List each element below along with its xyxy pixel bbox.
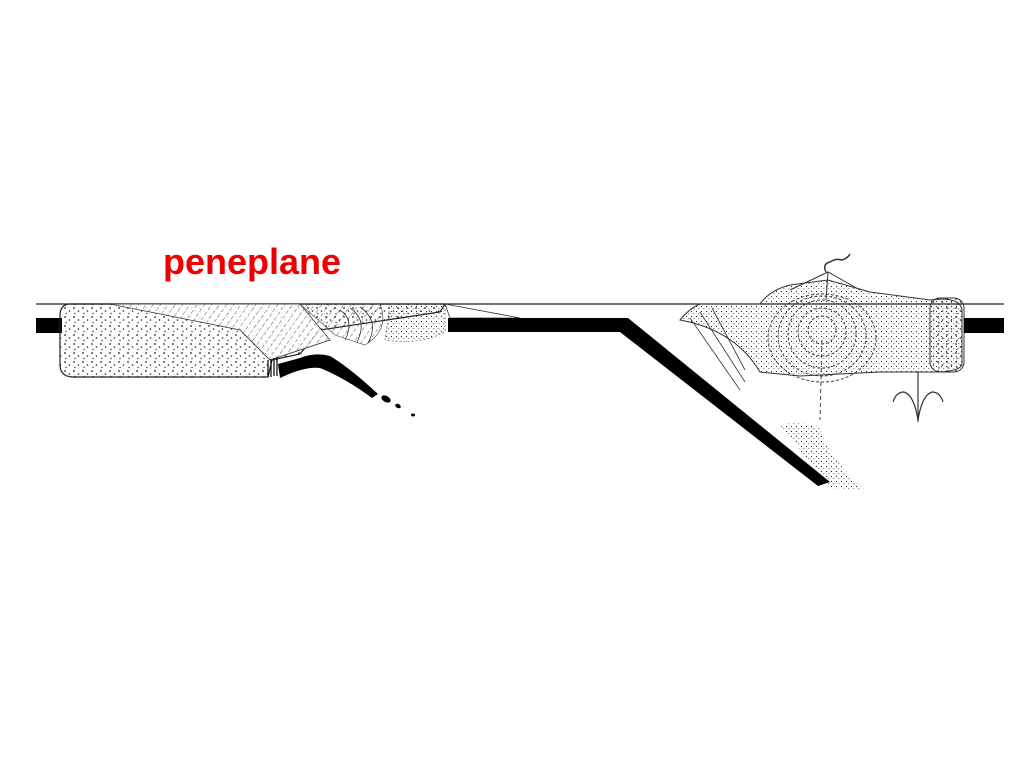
left-slab-stub bbox=[36, 318, 62, 333]
volcano bbox=[789, 253, 861, 421]
peneplane-label: peneplane bbox=[163, 241, 342, 282]
central-oceanic-slab bbox=[444, 303, 830, 486]
left-crust-block bbox=[59, 303, 447, 378]
magma-pocket bbox=[780, 423, 865, 490]
right-slab-stub bbox=[964, 318, 1004, 333]
left-subducting-slab bbox=[278, 354, 415, 417]
mantle-plume-arrows bbox=[892, 372, 944, 422]
right-crust-block bbox=[679, 279, 965, 391]
